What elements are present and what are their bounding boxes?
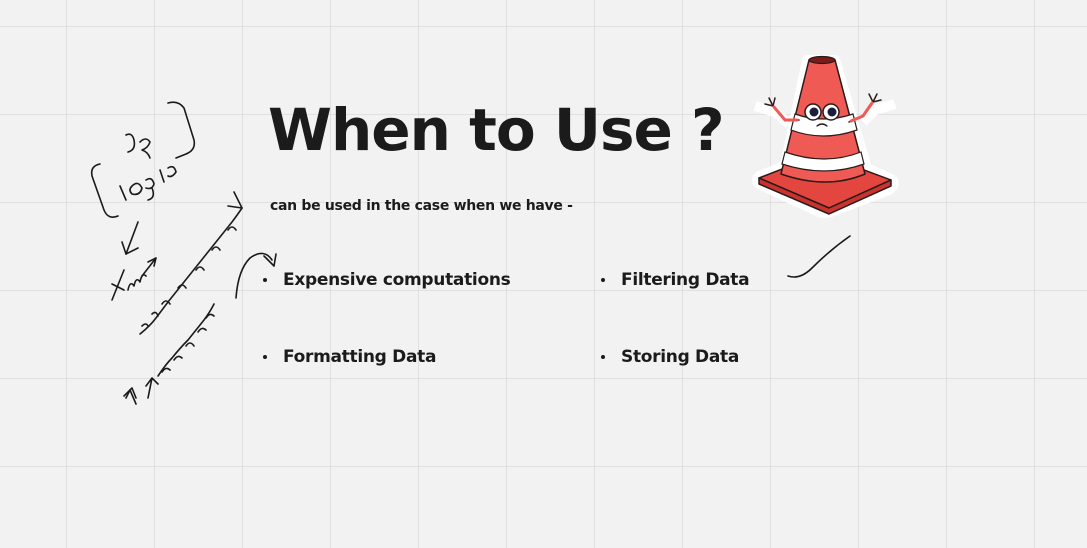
bullet-dot [601,355,605,359]
bullet-text: Formatting Data [283,347,437,367]
bullet-dot [263,278,267,282]
slide-title: When to Use ? [268,96,725,164]
bullet-text: Filtering Data [621,270,750,290]
slide-subtitle: can be used in the case when we have - [270,198,573,214]
traffic-cone-sticker [752,55,899,218]
bullet-dot [601,278,605,282]
bullet-item-storing-data: Storing Data [601,347,739,367]
bullet-item-filtering-data: Filtering Data [601,270,750,290]
bullet-item-formatting-data: Formatting Data [263,347,436,367]
bullet-dot [263,355,267,359]
bullet-text: Expensive computations [283,270,511,290]
bullet-item-expensive-computations: Expensive computations [263,270,511,290]
bullet-text: Storing Data [621,347,740,367]
